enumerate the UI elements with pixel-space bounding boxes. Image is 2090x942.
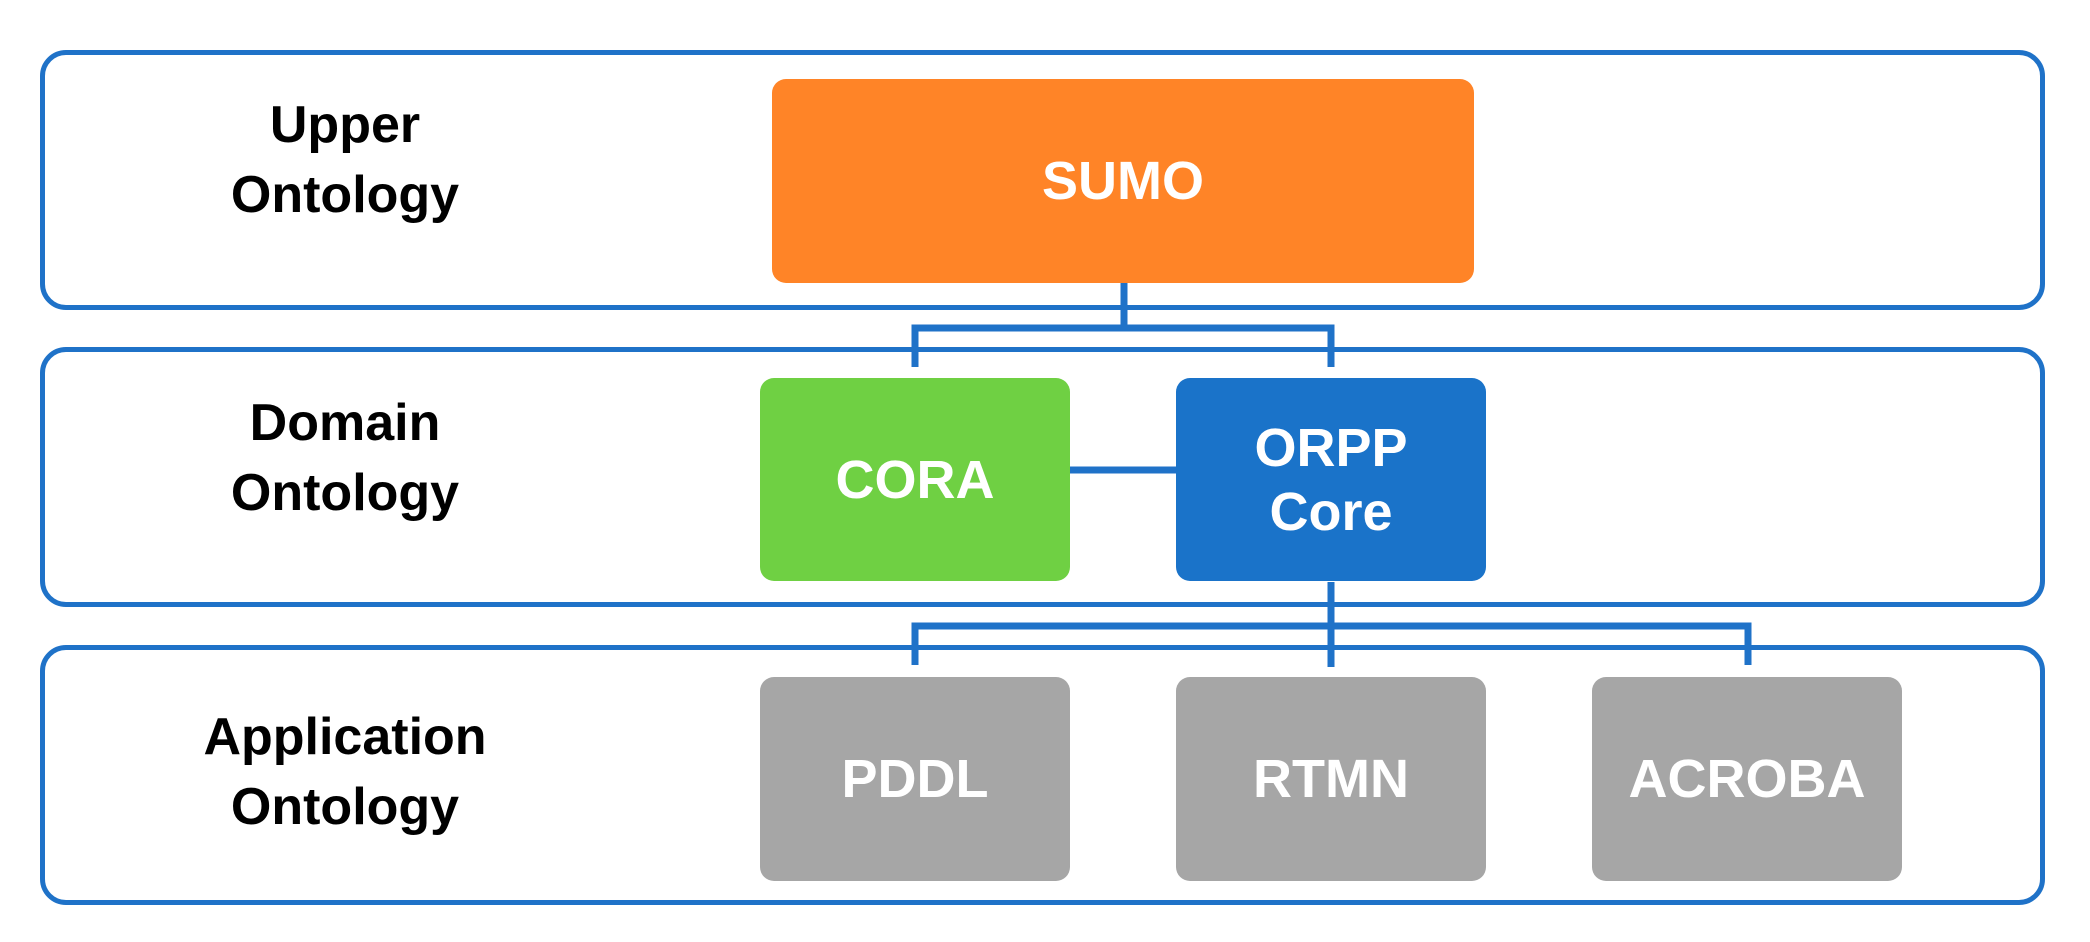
rtmn-label: RTMN	[1253, 749, 1409, 809]
upper-ontology-label: Upper Ontology	[155, 90, 535, 230]
application-ontology-label: Application Ontology	[155, 702, 535, 842]
acroba-node[interactable]: ACROBA	[1592, 677, 1902, 881]
pddl-label: PDDL	[841, 749, 989, 809]
domain-label-line2: Ontology	[230, 464, 460, 522]
cora-node[interactable]: CORA	[760, 378, 1070, 581]
orpp-core-node[interactable]: ORPP Core	[1176, 378, 1486, 581]
sumo-node[interactable]: SUMO	[772, 79, 1474, 283]
domain-ontology-label: Domain Ontology	[155, 388, 535, 528]
sumo-label: SUMO	[1042, 151, 1204, 211]
domain-label-line1: Domain	[249, 394, 441, 452]
application-label-line2: Ontology	[230, 778, 460, 836]
orpp-label-line2: Core	[1269, 481, 1393, 542]
upper-label-line1: Upper	[269, 96, 421, 154]
orpp-label-line1: ORPP	[1254, 417, 1408, 478]
acroba-label: ACROBA	[1628, 749, 1866, 809]
sumo-connector	[911, 283, 1335, 367]
orpp-connector	[911, 582, 1752, 667]
cora-label: CORA	[835, 449, 995, 510]
rtmn-node[interactable]: RTMN	[1176, 677, 1486, 881]
pddl-node[interactable]: PDDL	[760, 677, 1070, 881]
upper-label-line2: Ontology	[230, 166, 460, 224]
application-label-line1: Application	[203, 708, 487, 766]
